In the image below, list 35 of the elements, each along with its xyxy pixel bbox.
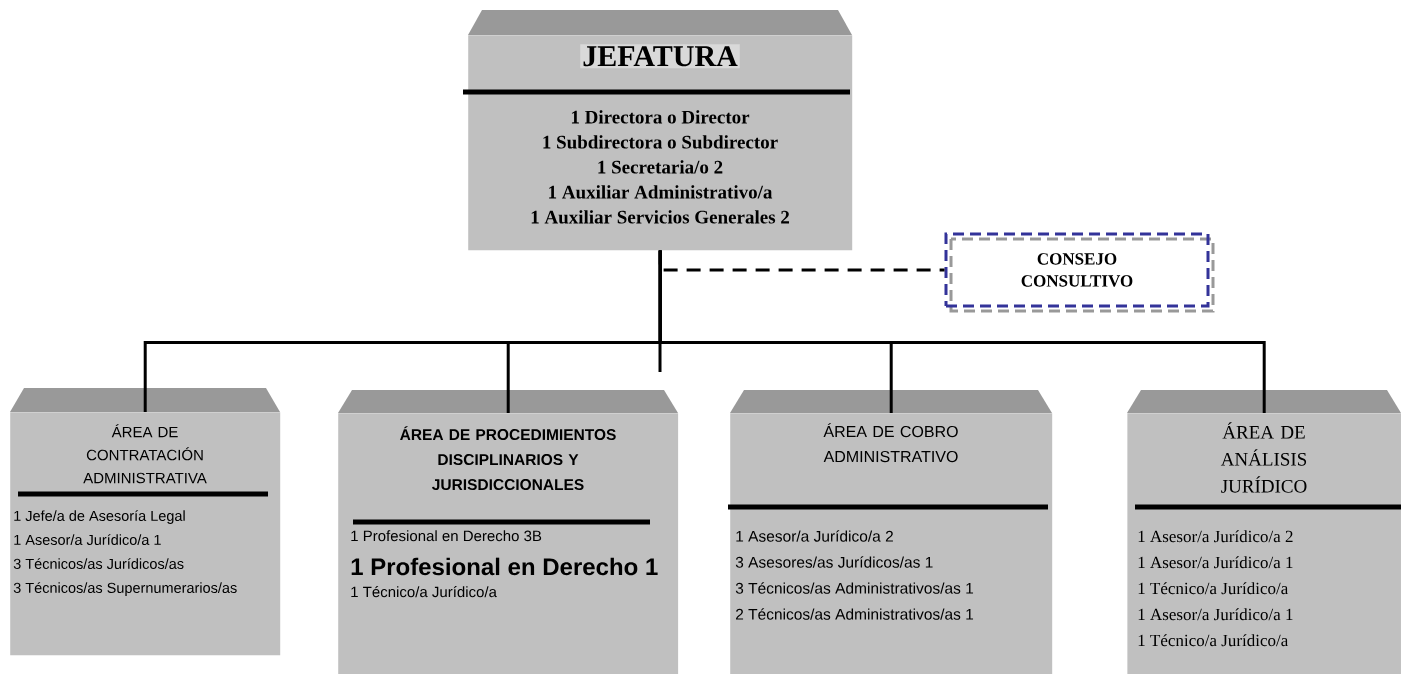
node-label: 1 Asesor/a Jurídico/a 1 (1138, 556, 1293, 569)
box-heading: ÁREA DE PROCEDIMIENTOS DISCIPLINARIOS Y JURISDICCIONALES (400, 426, 616, 491)
connector-line (658, 250, 1266, 413)
node-label: 1 Asesor/a Jurídico/a 1 (1138, 608, 1293, 621)
node-label: 1 Asesor/a Jurídico/a 1 (14, 534, 161, 546)
box-heading: JEFATURA (580, 44, 740, 69)
staff-list: 1 Jefe/a de Asesoría Legal 1 Asesor/a Jurídico/a 1 3 Técnicos/as Jurídicos/as 3 Técnicos/as Supernumerarios/as (13, 510, 237, 596)
node-label: 1 Asesor/a Jurídico/a 2 (736, 530, 893, 542)
node-label: 1 Directora o Director (571, 110, 750, 124)
box-heading: ÁREA DE COBRO ADMINISTRATIVO (823, 423, 958, 463)
node-label: 1 Jefe/a de Asesoría Legal (14, 510, 185, 524)
node-label: 1 Asesor/a Jurídico/a 2 (1138, 530, 1293, 543)
node-label: 1 Técnico/a Jurídico/a (1138, 634, 1289, 647)
org-box (1127, 390, 1401, 674)
node-label: 1 Secretaria/o 2 (598, 160, 723, 174)
box-heading: ÁREA DE CONTRATACIÓN ADMINISTRATIVA (83, 424, 207, 484)
node-label: 1 Subdirectora o Subdirector (543, 135, 778, 149)
box-heading: ÁREA DE ANÁLISIS JURÍDICO (1220, 422, 1307, 493)
org-box (463, 10, 853, 251)
node-label: 1 Técnico/a Jurídico/a (1138, 582, 1289, 595)
node-label: 3 Técnicos/as Jurídicos/as (13, 558, 184, 570)
staff-list: 1 Asesor/a Jurídico/a 2 1 Asesor/a Jurídico/a 1 1 Técnico/a Jurídico/a 1 Asesor/a Jurídico/a 1 1 Técnico/a Jurídico/a (1138, 530, 1293, 647)
org-box (728, 390, 1053, 674)
staff-list: 1 Profesional en Derecho 3B 1 Profesional en Derecho 1 1 Técnico/a Jurídico/a (351, 530, 658, 598)
node-label: 1 Auxiliar Servicios Generales 2 (531, 210, 790, 224)
node-label: 1 Auxiliar Administrativo/a (549, 185, 773, 199)
dashed-box: CONSEJO CONSULTIVO (944, 232, 1215, 313)
node-label: 3 Técnicos/as Supernumerarios/as (13, 582, 237, 596)
node-label: 3 Técnicos/as Administrativos/as 1 (735, 582, 974, 594)
org-box (338, 390, 679, 674)
org-box (10, 388, 281, 656)
node-label: 3 Asesores/as Jurídicos/as 1 (735, 556, 933, 568)
staff-list: 1 Directora o Director 1 Subdirectora o Subdirector 1 Secretaria/o 2 1 Auxiliar Administrativo/a 1 Auxiliar Servicios Generales 2 (531, 110, 789, 224)
staff-list: 1 Asesor/a Jurídico/a 2 3 Asesores/as Jurídicos/as 1 3 Técnicos/as Administrativos/as 1 2 Técnicos/as Administrativos/as 1 (735, 530, 974, 620)
node-label: 2 Técnicos/as Administrativos/as 1 (735, 608, 974, 620)
